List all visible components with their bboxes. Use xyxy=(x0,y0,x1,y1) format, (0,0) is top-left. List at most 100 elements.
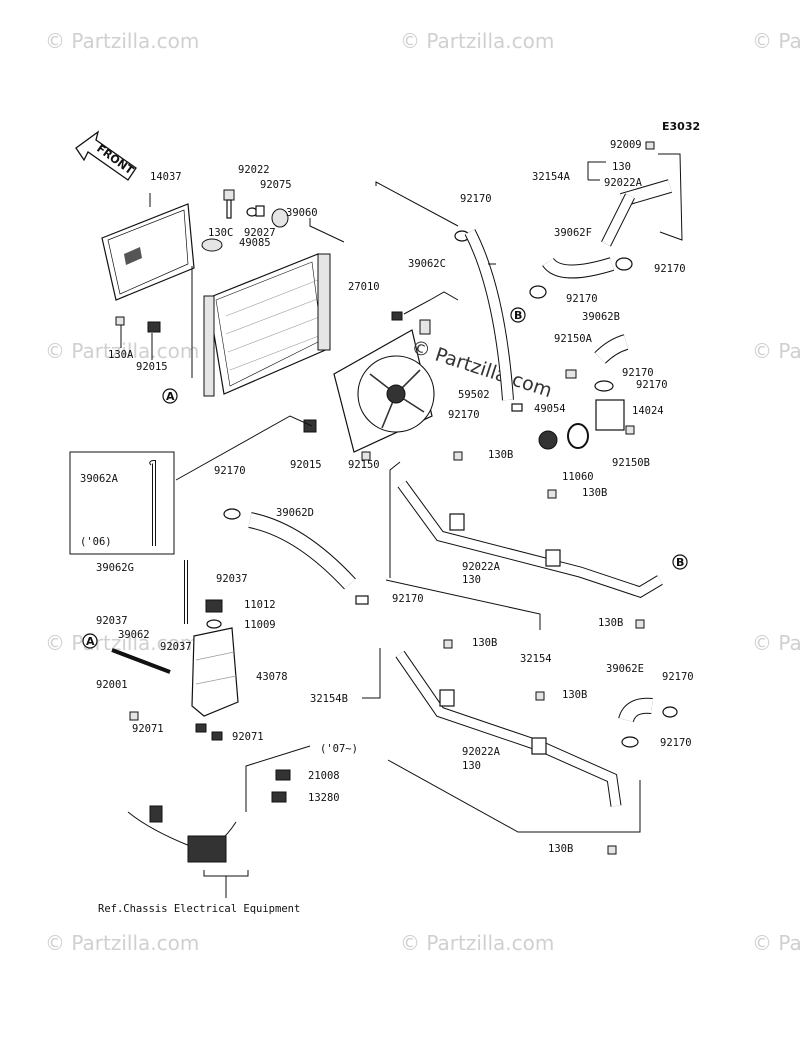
bolt-130B-5 xyxy=(535,691,545,701)
label-92037-a: 92037 xyxy=(216,573,248,585)
label-13280: 13280 xyxy=(308,792,340,804)
grommet-92071-a xyxy=(195,723,207,733)
bolt-130A xyxy=(115,316,125,326)
label-130B-4: 130B xyxy=(472,637,497,649)
label-39060: 39060 xyxy=(286,207,318,219)
label-92170-c: 92170 xyxy=(654,263,686,275)
label-92170-a: 92170 xyxy=(460,193,492,205)
watermark-bottom-center: © Partzilla.com xyxy=(400,931,554,955)
reservoir-tank-43078 xyxy=(191,627,239,717)
gasket-11060 xyxy=(567,423,589,449)
grommet-92075 xyxy=(271,208,289,228)
label-14037: 14037 xyxy=(150,171,182,183)
watermark-lower-right: © Partzilla.com xyxy=(752,631,800,655)
label-92022A-top: 92022A xyxy=(604,177,643,189)
label-92022: 92022 xyxy=(238,164,270,176)
label-130B-2: 130B xyxy=(582,487,607,499)
label-92170-h: 92170 xyxy=(392,593,424,605)
label-11012: 11012 xyxy=(244,599,276,611)
label-92170-d: 92170 xyxy=(566,293,598,305)
bolt-130B-4 xyxy=(443,639,453,649)
label-49085: 49085 xyxy=(239,237,271,249)
collar-92027 xyxy=(255,205,265,217)
radiator xyxy=(203,253,331,397)
bolt-130B-6 xyxy=(607,845,617,855)
inset-part-label: 39062A xyxy=(80,473,119,485)
front-arrow: FRONT xyxy=(75,130,137,181)
clamp-92170-h xyxy=(355,595,369,605)
label-11060: 11060 xyxy=(562,471,594,483)
marker-b-text-top: B xyxy=(514,309,522,322)
label-39062C: 39062C xyxy=(408,258,446,270)
label-27010: 27010 xyxy=(348,281,380,293)
wiring-harness xyxy=(127,805,237,863)
inset-year-label: ('06) xyxy=(80,536,112,548)
label-92150: 92150 xyxy=(348,459,380,471)
label-92170-b: 92170 xyxy=(448,409,480,421)
label-39062D: 39062D xyxy=(276,507,314,519)
label-130B-1: 130B xyxy=(488,449,513,461)
marker-a-text-low: A xyxy=(86,635,95,648)
label-92071-a: 92071 xyxy=(132,723,164,735)
inset-box xyxy=(69,451,175,555)
marker-a-top: A xyxy=(162,388,178,404)
label-92027: 92027 xyxy=(244,227,276,239)
label-130-low: 130 xyxy=(462,760,481,772)
connector-13280 xyxy=(271,791,287,803)
marker-a-text: A xyxy=(166,390,175,403)
label-32154: 32154 xyxy=(520,653,552,665)
label-11009: 11009 xyxy=(244,619,276,631)
watermark-lower-left: © Partzilla.com xyxy=(45,631,199,655)
label-92037-b: 92037 xyxy=(96,615,128,627)
label-92170-i: 92170 xyxy=(662,671,694,683)
watermark-top-left: © Partzilla.com xyxy=(45,29,199,53)
bolt-92150A xyxy=(565,369,577,379)
watermark-top-right: © Partzilla.com xyxy=(752,29,800,53)
bolt-130B-2 xyxy=(547,489,557,499)
label-130B-5: 130B xyxy=(562,689,587,701)
label-92075: 92075 xyxy=(260,179,292,191)
label-32154B: 32154B xyxy=(310,693,348,705)
label-92071-b: 92071 xyxy=(232,731,264,743)
bolt-92009 xyxy=(645,141,655,150)
label-92150A: 92150A xyxy=(554,333,593,345)
label-130A: 130A xyxy=(108,349,134,361)
clamp-92170-g xyxy=(223,508,241,520)
label-39062B: 39062B xyxy=(582,311,620,323)
cap-49085 xyxy=(201,238,223,252)
gasket-11009 xyxy=(206,619,222,629)
label-92022A-mid: 92022A xyxy=(462,561,501,573)
label-92015-fan: 92015 xyxy=(290,459,322,471)
fan-switch-27010 xyxy=(391,311,403,321)
label-49054: 49054 xyxy=(534,403,566,415)
clamp-92170-i xyxy=(662,706,678,718)
marker-b-low: B xyxy=(672,554,688,570)
label-39062F: 39062F xyxy=(554,227,592,239)
label-92015-left: 92015 xyxy=(136,361,168,373)
label-92170-e: 92170 xyxy=(622,367,654,379)
relay-21008 xyxy=(275,769,291,781)
cooling-fan xyxy=(333,319,435,453)
label-130B-3: 130B xyxy=(598,617,623,629)
bolt-92150B xyxy=(625,425,635,435)
watermark-mid-right: © Partzilla.com xyxy=(752,339,800,363)
clamp-92170-f xyxy=(594,380,614,392)
clip-92015-fan xyxy=(303,419,317,433)
watermark-bottom-left: © Partzilla.com xyxy=(45,931,199,955)
watermark-mid-left: © Partzilla.com xyxy=(45,339,199,363)
reference-note: Ref.Chassis Electrical Equipment xyxy=(98,903,300,915)
label-39062G: 39062G xyxy=(96,562,134,574)
label-39062: 39062 xyxy=(118,629,150,641)
label-32154A: 32154A xyxy=(532,171,571,183)
label-130-mid: 130 xyxy=(462,574,481,586)
clamp-92170-b xyxy=(511,403,523,412)
label-92009: 92009 xyxy=(610,139,642,151)
label-92001: 92001 xyxy=(96,679,128,691)
bolt-92150 xyxy=(361,451,371,461)
clip-92015-left xyxy=(147,321,161,333)
thermostat-housing-14024 xyxy=(595,399,625,431)
label-92170-g: 92170 xyxy=(214,465,246,477)
thermostat-49054 xyxy=(538,430,558,450)
label-14024: 14024 xyxy=(632,405,664,417)
